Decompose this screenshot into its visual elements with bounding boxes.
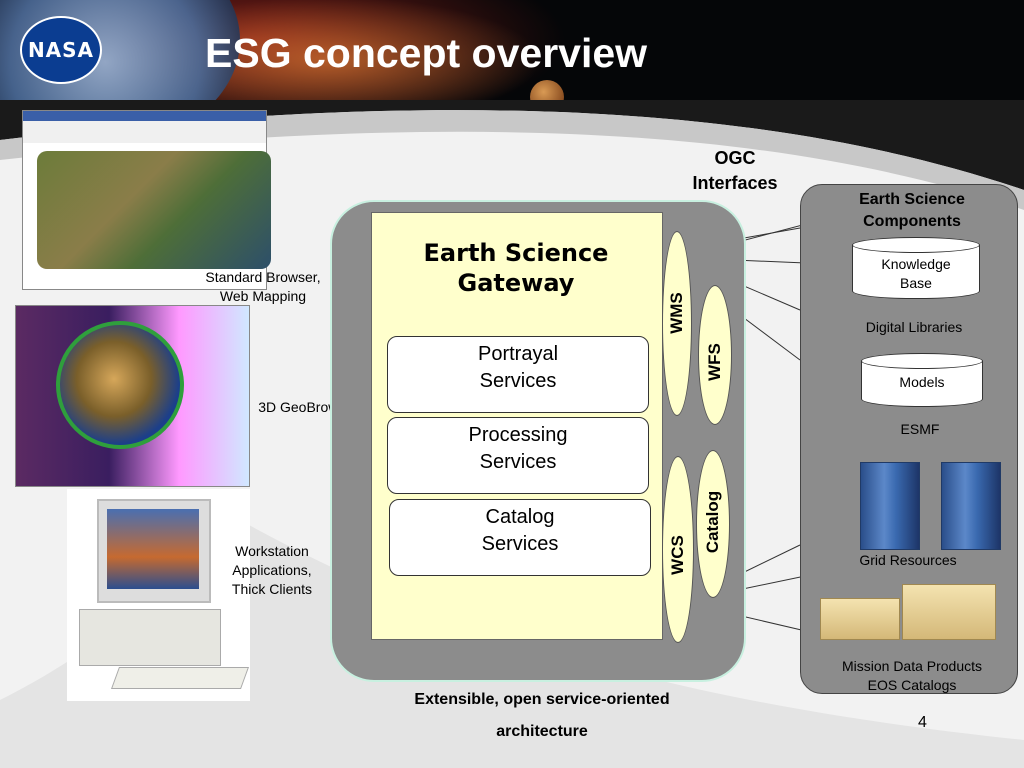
wms-label: WMS [667,292,686,334]
workstation-label: Workstation Applications, Thick Clients [212,542,332,599]
page-number: 4 [918,714,927,731]
gateway-title-line1: Earth Science [423,239,609,267]
wfs-interface [698,285,732,425]
digital-libraries-label: Digital Libraries [865,319,963,335]
slide-header: NASA ESG concept overview [0,0,1024,110]
browser-label: Standard Browser, Web Mapping [188,268,338,306]
processing-services-line2: Services [479,451,557,473]
processing-services-line1: Processing [468,424,568,446]
browser-label-line1: Standard Browser, [205,269,321,285]
map-view [37,151,271,269]
gateway-title: Earth Science Gateway [400,238,632,298]
esmf-label: ESMF [900,421,940,437]
cylinder-top [861,353,983,369]
portrayal-services-line2: Services [479,370,557,392]
browser-label-line2: Web Mapping [219,288,307,304]
grid-server-right [941,462,1001,550]
catalog-label: Catalog [703,490,722,554]
mission-data-image [820,580,1000,644]
catalog-services-box: Catalog Services [389,499,651,576]
models-label: Models [899,374,945,390]
knowledge-base-line1: Knowledge [881,256,951,272]
ogc-heading: OGC Interfaces [680,146,790,196]
mission-data-line1: Mission Data Products [841,658,983,674]
components-heading-line1: Earth Science [859,191,965,208]
knowledge-base-label: Knowledge Base [852,255,980,293]
workstation-label-line1: Workstation [235,543,309,559]
models-cylinder: Models [861,353,983,409]
grid-server-left [860,462,920,550]
logo-text: NASA [27,38,95,62]
components-heading: Earth Science Components [822,189,1002,233]
wcs-interface [662,456,694,643]
workstation-label-line3: Thick Clients [231,581,313,597]
keyboard [110,667,250,689]
cylinder-top [852,237,980,253]
workstation-image [67,489,250,701]
globe-image [56,321,184,449]
wfs-label: WFS [705,343,724,381]
gateway-title-line2: Gateway [457,269,575,297]
computer-case [79,609,221,666]
portrayal-services-line1: Portrayal [477,343,559,365]
caption-line2: architecture [496,723,588,740]
building-block [820,598,900,640]
workstation-label-line2: Applications, [232,562,312,578]
monitor-screen [107,509,199,589]
catalog-interface [696,450,730,598]
grid-resources-label: Grid Resources [859,552,957,568]
nasa-logo: NASA [20,16,102,84]
cylinder-body [852,245,980,299]
monitor [97,499,211,603]
caption-line1: Extensible, open service-oriented [414,691,670,708]
portrayal-services-box: Portrayal Services [387,336,649,413]
wms-interface [662,231,692,416]
catalog-services-line2: Services [481,533,559,555]
processing-services-box: Processing Services [387,417,649,494]
ogc-heading-line1: OGC [714,148,756,168]
knowledge-base-line2: Base [900,275,932,291]
catalog-services-line1: Catalog [485,506,555,528]
building-block [902,584,996,640]
ogc-heading-line2: Interfaces [692,173,778,193]
slide-title: ESG concept overview [205,30,648,76]
web-mapping-screenshot [22,110,271,290]
geobrowser-screenshot [15,305,250,487]
knowledge-base-cylinder: Knowledge Base [852,237,980,301]
wcs-label: WCS [668,535,687,575]
mission-data-line2: EOS Catalogs [867,677,957,693]
components-heading-line2: Components [863,213,961,230]
mission-data-label: Mission Data Products EOS Catalogs [812,657,1012,695]
